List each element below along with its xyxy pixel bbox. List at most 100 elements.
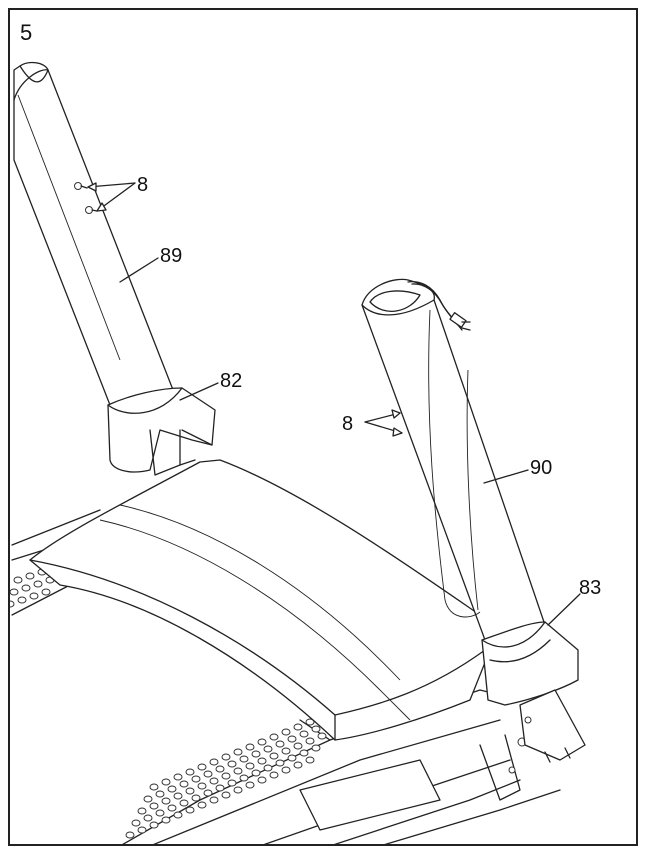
tread-hole [155, 809, 165, 817]
tread-hole [185, 768, 195, 776]
tread-hole [161, 797, 171, 805]
tread-hole [17, 596, 27, 604]
tread-hole [155, 790, 165, 798]
callout-screw-left: 8 [137, 174, 148, 196]
tread-hole [161, 778, 171, 786]
tread-hole [311, 744, 321, 752]
tread-holes-left [10, 564, 59, 608]
tread-hole [185, 787, 195, 795]
tread-hole [125, 831, 135, 839]
tread-hole [269, 771, 279, 779]
tread-hole [239, 755, 249, 763]
leader-83 [547, 593, 581, 626]
tread-hole [179, 799, 189, 807]
tread-hole [161, 816, 171, 824]
screw-left-arrows [87, 182, 136, 212]
tread-hole [317, 732, 327, 740]
tread-hole [25, 572, 35, 580]
right-base-83 [481, 621, 586, 763]
tread-hole [233, 786, 243, 794]
tread-hole [227, 779, 237, 787]
tread-hole [221, 772, 231, 780]
callout-upright-right: 90 [530, 457, 552, 479]
tread-hole [167, 804, 177, 812]
tread-hole [197, 801, 207, 809]
tread-hole [149, 821, 159, 829]
tread-hole [251, 769, 261, 777]
screw-right-arrows [364, 409, 403, 437]
leader-82 [179, 382, 219, 401]
tread-hole [269, 733, 279, 741]
tread-hole [203, 789, 213, 797]
tread-hole [281, 766, 291, 774]
tread-hole [137, 826, 147, 834]
tread-hole [215, 765, 225, 773]
tread-hole [191, 794, 201, 802]
tread-hole [221, 753, 231, 761]
tread-hole [299, 730, 309, 738]
tread-hole [305, 756, 315, 764]
tread-hole [293, 761, 303, 769]
screw-left-upper [74, 182, 88, 190]
tread-hole [245, 762, 255, 770]
tread-hole [293, 723, 303, 731]
tread-hole [209, 758, 219, 766]
callout-screw-right: 8 [342, 413, 353, 435]
tread-hole [173, 773, 183, 781]
tread-hole [239, 774, 249, 782]
treadmill-deck [11, 509, 561, 844]
tread-hole [21, 584, 31, 592]
tread-hole [287, 735, 297, 743]
step-number: 5 [20, 20, 32, 45]
tread-holes-bottom [125, 708, 339, 839]
tread-hole [233, 767, 243, 775]
tread-hole [305, 737, 315, 745]
tread-hole [197, 782, 207, 790]
tread-hole [167, 785, 177, 793]
tread-hole [173, 792, 183, 800]
tread-hole [209, 777, 219, 785]
tread-hole [191, 775, 201, 783]
tread-hole [269, 752, 279, 760]
left-base-82 [107, 387, 216, 476]
screw-left-lower [85, 206, 98, 214]
tread-hole [10, 600, 15, 608]
tread-hole [293, 742, 303, 750]
leader-90 [483, 469, 529, 484]
tread-hole [227, 760, 237, 768]
tread-hole [275, 759, 285, 767]
tread-hole [179, 780, 189, 788]
callout-base-left: 82 [220, 370, 242, 392]
tread-hole [245, 743, 255, 751]
left-upright-89 [13, 61, 176, 406]
tread-hole [209, 796, 219, 804]
tread-hole [149, 783, 159, 791]
tread-hole [311, 725, 321, 733]
tread-hole [143, 814, 153, 822]
tread-hole [257, 738, 267, 746]
tread-hole [245, 781, 255, 789]
tread-hole [287, 754, 297, 762]
tread-hole [137, 807, 147, 815]
tread-hole [281, 728, 291, 736]
leader-89 [119, 257, 159, 283]
tread-hole [131, 819, 141, 827]
tread-hole [10, 588, 19, 596]
tread-hole [251, 750, 261, 758]
tread-hole [149, 802, 159, 810]
callout-upright-left: 89 [160, 245, 182, 267]
tread-hole [281, 747, 291, 755]
tread-hole [257, 757, 267, 765]
tread-hole [305, 718, 315, 726]
tread-hole [29, 592, 39, 600]
tread-hole [185, 806, 195, 814]
motor-hood [29, 459, 491, 741]
tread-hole [257, 776, 267, 784]
tread-hole [41, 588, 51, 596]
tread-hole [233, 748, 243, 756]
wire-harness [407, 280, 471, 331]
tread-hole [263, 745, 273, 753]
tread-hole [13, 576, 23, 584]
tread-hole [275, 740, 285, 748]
